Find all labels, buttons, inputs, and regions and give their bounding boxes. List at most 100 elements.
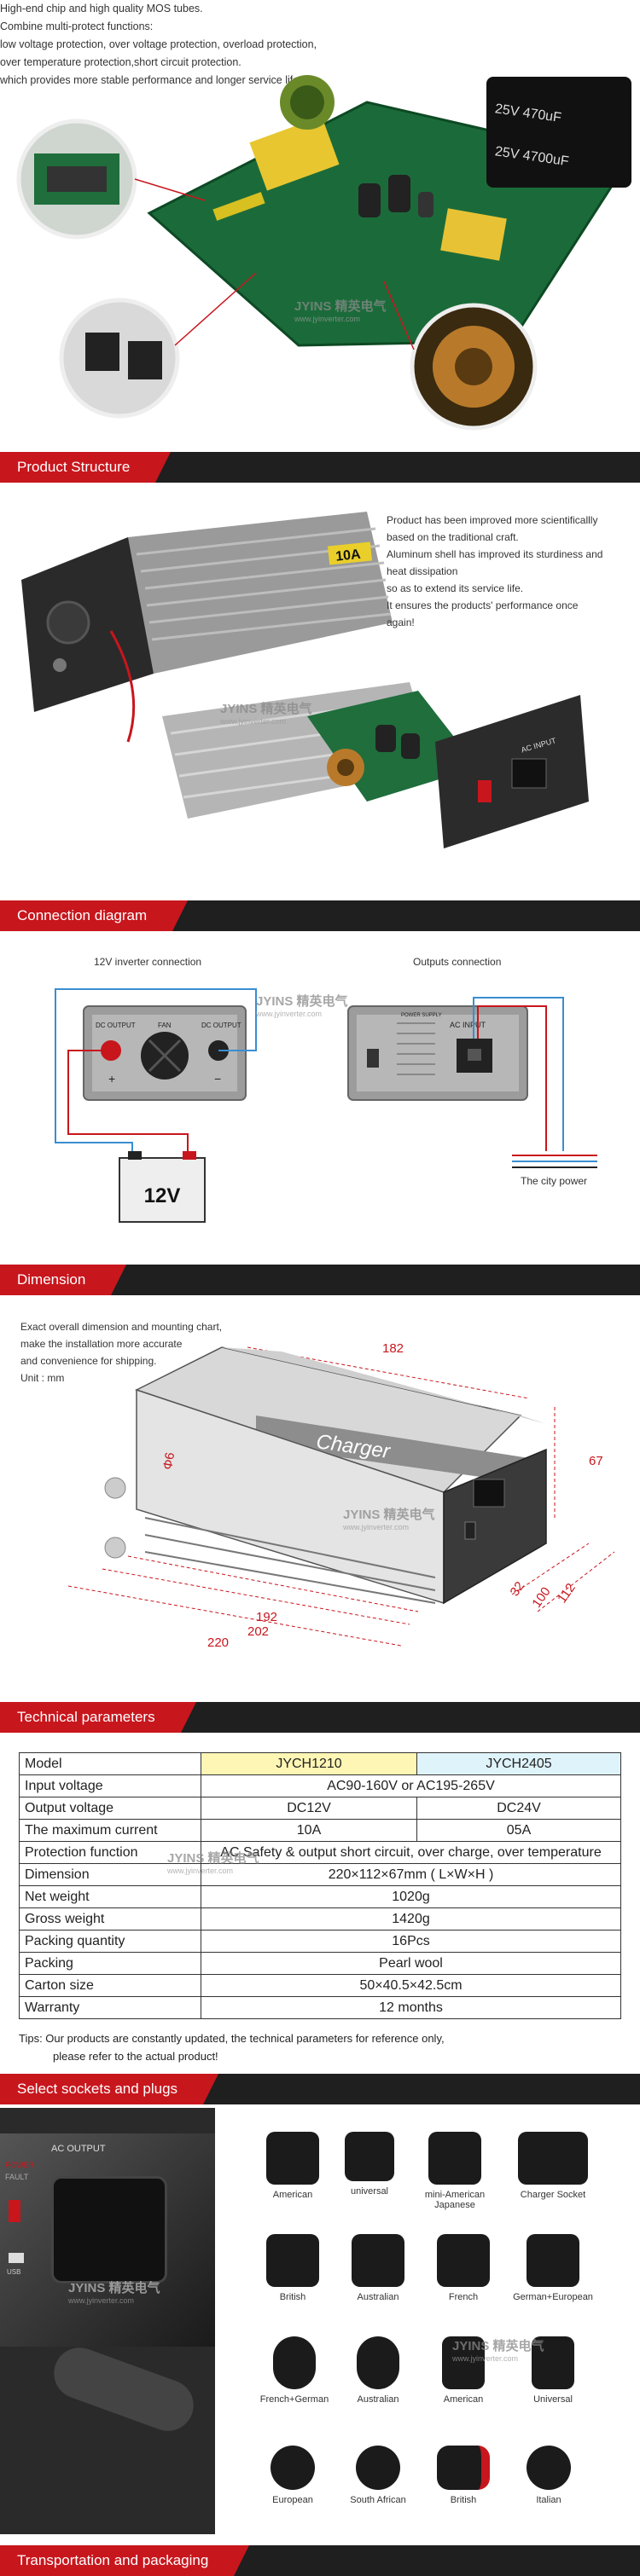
- spec-header-label: Model: [19, 1752, 201, 1775]
- socket-french-icon: [437, 2234, 490, 2287]
- plug-italian[interactable]: Italian: [510, 2446, 587, 2505]
- watermark-brand: JYINS: [294, 299, 332, 314]
- watermark-cn: 精英电气: [108, 2281, 160, 2295]
- section-title: Transportation and packaging: [17, 2552, 209, 2568]
- intro-line: over temperature protection,short circui…: [0, 56, 241, 68]
- watermark-url: www.jyinverter.com: [220, 717, 287, 726]
- plug-australian[interactable]: Australian: [340, 2336, 416, 2405]
- socket-american-icon: [266, 2132, 319, 2185]
- dc-output-label-left: DC OUTPUT: [96, 1022, 136, 1029]
- left-diagram-title: 12V inverter connection: [94, 956, 202, 968]
- section-title: Select sockets and plugs: [17, 2081, 178, 2097]
- ac-output-label: AC OUTPUT: [51, 2144, 106, 2154]
- socket-universal[interactable]: universal: [331, 2132, 408, 2197]
- watermark-url: www.jyinverter.com: [256, 1010, 323, 1018]
- intro-text: High-end chip and high quality MOS tubes…: [0, 0, 640, 90]
- watermark-cn: 精英电气: [207, 1851, 259, 1866]
- socket-british[interactable]: British: [254, 2234, 331, 2302]
- spec-value: 1420g: [201, 1907, 621, 1931]
- spec-value: DC12V: [201, 1797, 417, 1820]
- spec-value: 220×112×67mm ( L×W×H ): [201, 1863, 621, 1886]
- plug-south-african[interactable]: South African: [335, 2446, 421, 2505]
- minus-label: −: [214, 1072, 221, 1085]
- battery-label: 12V: [144, 1184, 181, 1207]
- usb-label: USB: [7, 2268, 21, 2276]
- spec-label: Packing quantity: [19, 1930, 201, 1953]
- plug-label: Charger Socket: [520, 2190, 586, 2200]
- structure-line: based on the traditional craft.: [387, 531, 519, 543]
- structure-text: Product has been improved more scientifi…: [387, 512, 602, 631]
- dc-output-label-right: DC OUTPUT: [201, 1022, 241, 1029]
- watermark-brand: JYINS: [343, 1508, 381, 1522]
- socket-charger[interactable]: Charger Socket: [502, 2132, 604, 2200]
- watermark-brand: JYINS: [68, 2281, 106, 2295]
- fault-led-label: FAULT: [5, 2173, 29, 2181]
- socket-mini-american[interactable]: mini-American Japanese: [408, 2132, 502, 2210]
- dim-192: 192: [256, 1610, 278, 1624]
- plug-french-german[interactable]: French+German: [247, 2336, 341, 2405]
- intro-line: High-end chip and high quality MOS tubes…: [0, 3, 203, 14]
- spec-label: The maximum current: [19, 1819, 201, 1842]
- plug-south-african-icon: [356, 2446, 400, 2490]
- plug-label: Australian: [357, 2292, 399, 2302]
- product-label: 10A: [335, 547, 361, 564]
- plug-european-icon: [271, 2446, 315, 2490]
- spec-label: Packing: [19, 1952, 201, 1975]
- plug-label: universal: [350, 2186, 389, 2197]
- section-banner-technical: Technical parameters: [0, 1702, 640, 1733]
- socket-french[interactable]: French: [425, 2234, 502, 2302]
- dimension-text: Exact overall dimension and mounting cha…: [20, 1318, 222, 1386]
- spec-label: Dimension: [19, 1863, 201, 1886]
- spec-value: AC Safety & output short circuit, over c…: [201, 1841, 621, 1864]
- structure-line: It ensures the products' performance onc…: [387, 599, 579, 611]
- structure-line: Product has been improved more scientifi…: [387, 514, 598, 526]
- structure-line: again!: [387, 617, 415, 628]
- spec-label: Carton size: [19, 1974, 201, 1997]
- section-title: Dimension: [17, 1271, 86, 1288]
- spec-value: AC90-160V or AC195-265V: [201, 1774, 621, 1797]
- connection-diagram: DC OUTPUT DC OUTPUT FAN + − 12V AC INPUT…: [55, 988, 597, 1223]
- spec-value: 05A: [416, 1819, 621, 1842]
- watermark-url: www.jyinverter.com: [452, 2354, 519, 2363]
- spec-header-model-1: JYCH1210: [201, 1752, 417, 1775]
- plug-label: European: [272, 2495, 313, 2505]
- plug-american[interactable]: American: [425, 2336, 502, 2405]
- socket-american[interactable]: American: [254, 2132, 331, 2200]
- plug-universal[interactable]: Universal: [510, 2336, 596, 2405]
- watermark-brand: JYINS: [167, 1851, 205, 1866]
- plug-italian-icon: [527, 2446, 571, 2490]
- plug-french-german-icon: [273, 2336, 316, 2389]
- dimension-drawing: Charger: [67, 1346, 615, 1647]
- plug-british[interactable]: British: [425, 2446, 502, 2505]
- plug-australian-icon: [357, 2336, 399, 2389]
- plus-label: +: [108, 1072, 115, 1085]
- section-title: Connection diagram: [17, 907, 148, 923]
- table-row: Model JYCH1210 JYCH2405: [19, 1752, 621, 1775]
- dim-202: 202: [247, 1624, 270, 1639]
- watermark-cn: 精英电气: [260, 702, 312, 716]
- socket-german-european[interactable]: German+European: [502, 2234, 604, 2302]
- intro-line: Combine multi-protect functions:: [0, 20, 154, 32]
- plug-label: British: [279, 2292, 306, 2302]
- spec-value: 1020g: [201, 1885, 621, 1908]
- dimension-line: Unit : mm: [20, 1372, 65, 1384]
- spec-label: Gross weight: [19, 1907, 201, 1931]
- city-power-label: The city power: [521, 1175, 588, 1187]
- usb-port: [9, 2253, 24, 2263]
- intro-line: which provides more stable performance a…: [0, 74, 302, 86]
- socket-australian[interactable]: Australian: [340, 2234, 416, 2302]
- plug-cable: [46, 2340, 201, 2439]
- plug-european[interactable]: European: [254, 2446, 331, 2505]
